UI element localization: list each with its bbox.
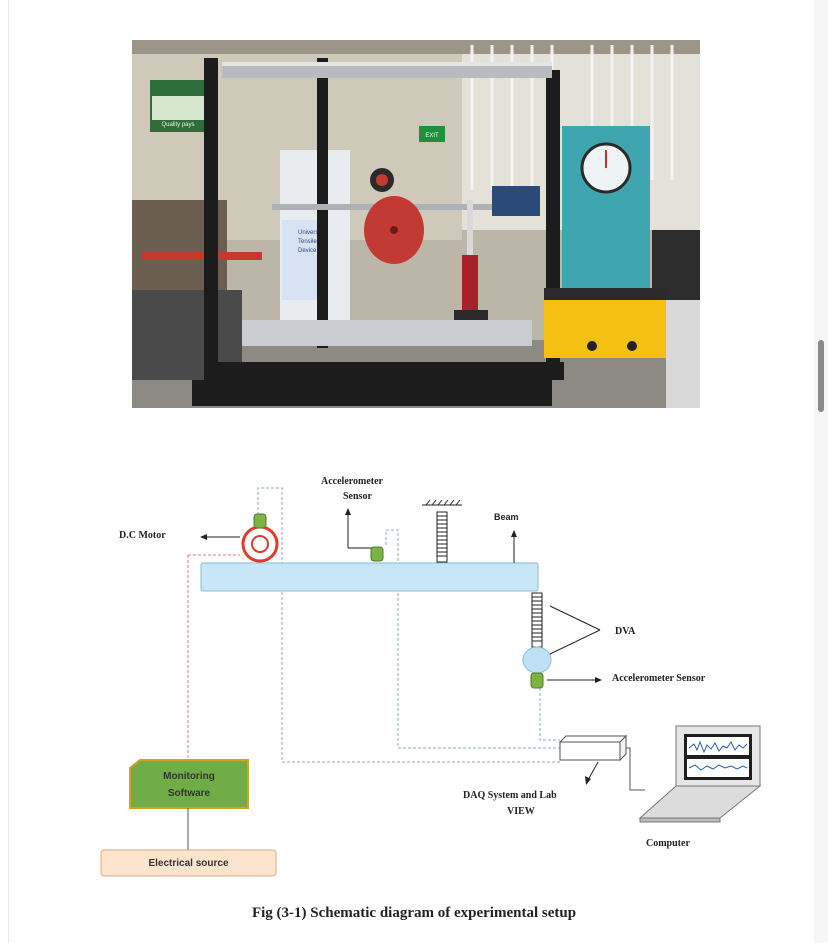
electrical-source-box bbox=[100, 849, 277, 877]
monitoring-software-box bbox=[129, 759, 249, 809]
dva-mass-icon bbox=[522, 646, 552, 674]
poster-text: Quality pays bbox=[161, 122, 194, 128]
figure-caption: Fig (3-1) Schematic diagram of experimen… bbox=[251, 905, 577, 921]
experimental-rig-photo: Quality pays EXIT Universal Tensile Devi… bbox=[132, 40, 700, 408]
computer-label: Computer bbox=[646, 838, 690, 849]
dva-label: DVA bbox=[615, 626, 636, 637]
monitoring-line1: Monitoring bbox=[163, 771, 215, 782]
dva-spring-icon bbox=[531, 592, 543, 648]
accelerometer-sensor-right-label: Accelerometer Sensor bbox=[612, 673, 706, 684]
exit-sign-text: EXIT bbox=[425, 133, 439, 139]
beam-accelerometer-icon bbox=[370, 546, 384, 562]
dc-motor-icon bbox=[241, 525, 279, 563]
dva-accelerometer-icon bbox=[530, 672, 544, 689]
daq-box-icon bbox=[558, 734, 628, 762]
utm-sign-line2: Tensile bbox=[298, 239, 317, 245]
blue-dashed-signal-wires bbox=[257, 487, 560, 763]
scrollbar-track[interactable] bbox=[814, 0, 828, 943]
dc-motor-label: D.C Motor bbox=[119, 530, 166, 541]
monitoring-line2: Software bbox=[167, 788, 211, 799]
utm-sign-line3: Device bbox=[298, 248, 317, 254]
accelerometer-sensor-label-line2: Sensor bbox=[343, 491, 372, 502]
electrical-source-label: Electrical source bbox=[148, 858, 229, 869]
utm-sign-line1: Universal bbox=[298, 230, 323, 236]
top-spring-icon bbox=[422, 499, 462, 563]
daq-label-line1: DAQ System and Lab bbox=[463, 790, 557, 801]
daq-label-line2: VIEW bbox=[507, 806, 535, 817]
beam-label: Beam bbox=[494, 512, 519, 522]
motor-accelerometer-icon bbox=[253, 513, 267, 529]
beam bbox=[200, 562, 539, 592]
scrollbar-thumb[interactable] bbox=[818, 340, 824, 412]
computer-laptop-icon bbox=[638, 725, 762, 823]
accelerometer-sensor-label-line1: Accelerometer bbox=[321, 476, 383, 487]
monitoring-software-label: Monitoring Software bbox=[130, 768, 248, 802]
